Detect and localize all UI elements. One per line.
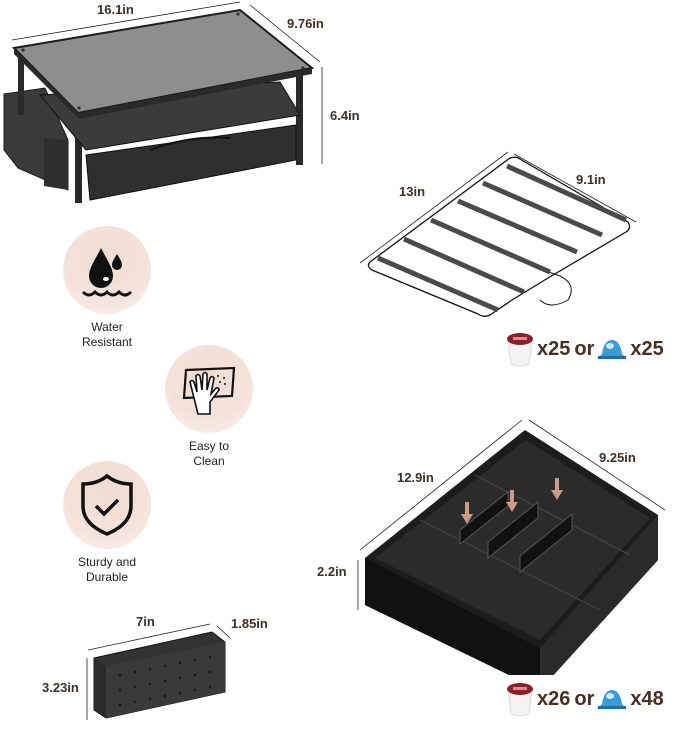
drawer-organizer-image	[340, 410, 679, 690]
drawer-height-label: 2.2in	[317, 564, 347, 579]
kcup-pod-icon	[507, 683, 533, 717]
basket-height-label: 3.23in	[42, 680, 79, 695]
stand-depth-label: 9.76in	[287, 16, 324, 31]
rack-kcup-count: x25	[537, 337, 571, 360]
drawer-width-label: 9.25in	[599, 450, 636, 465]
basket-width-label: 7in	[136, 614, 155, 629]
hand-wipe-icon	[182, 366, 236, 415]
feature-circle	[63, 226, 151, 314]
stand-height-label: 6.4in	[330, 108, 360, 123]
drawer-length-label: 12.9in	[397, 470, 434, 485]
stand-width-label: 16.1in	[97, 2, 134, 17]
rack-nespresso-count: x25	[630, 337, 664, 360]
drawer-separator: or	[574, 687, 595, 710]
kcup-pod-icon	[507, 333, 533, 367]
rack-length-label: 13in	[399, 184, 426, 199]
nespresso-capsule-icon	[598, 340, 627, 359]
drawer-rack-image	[340, 150, 679, 325]
rack-capacity: x25 or x25	[505, 330, 666, 368]
basket-depth-label: 1.85in	[231, 616, 268, 631]
side-basket-image	[80, 620, 240, 725]
drawer-capacity: x26 or x48	[505, 680, 666, 718]
rack-width-label: 9.1in	[576, 172, 606, 187]
rack-separator: or	[574, 337, 595, 360]
feature-circle	[165, 345, 253, 433]
shield-check-icon	[81, 473, 133, 536]
drawer-kcup-count: x26	[537, 687, 571, 710]
monitor-stand-image	[0, 0, 340, 220]
nespresso-capsule-icon	[598, 690, 627, 709]
feature-circle	[63, 461, 151, 549]
drawer-nespresso-count: x48	[630, 687, 664, 710]
water-drop-icon	[81, 248, 133, 297]
